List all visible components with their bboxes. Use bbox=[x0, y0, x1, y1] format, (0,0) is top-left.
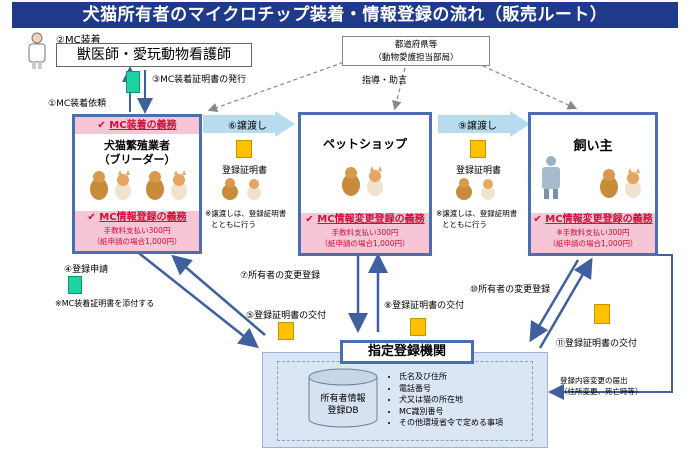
transfer-note-1: ※譲渡しは、登録証明書 とともに行う bbox=[205, 209, 287, 229]
arrow-change-2 bbox=[529, 259, 580, 343]
step5-label: ⑤登録証明書の交付 bbox=[246, 311, 327, 321]
step8-label: ⑧登録証明書の交付 bbox=[384, 301, 465, 311]
step10-label: ⑩所有者の変更登録 bbox=[470, 285, 551, 295]
breeder-mc-duty: ✔ MC装着の義務 bbox=[75, 117, 199, 134]
registry-item: その他環境省令で定める事項 bbox=[399, 417, 503, 429]
step2-label: ②MC装着 bbox=[56, 35, 101, 46]
step9-label: ⑨譲渡し bbox=[458, 121, 497, 132]
vet-box: 獣医師・愛玩動物看護師 bbox=[56, 43, 252, 67]
breeder-name: 犬猫繁殖業者 bbox=[104, 139, 170, 152]
prefecture-line2: （動物愛護担当部局） bbox=[373, 53, 459, 63]
mc-certificate-icon bbox=[126, 71, 140, 93]
vet-figure bbox=[26, 32, 48, 74]
step1-label: ①MC装着依頼 bbox=[48, 99, 107, 109]
database-icon bbox=[308, 368, 378, 428]
step11-label: ⑪登録証明書の交付 bbox=[556, 339, 638, 349]
prefecture-box: 都道府県等 （動物愛護担当部局） bbox=[342, 36, 490, 66]
step3-label: ③MC装着証明書の発行 bbox=[152, 75, 247, 85]
registry-item: MC識別番号 bbox=[399, 406, 503, 418]
page-title: 犬猫所有者のマイクロチップ装着・情報登録の流れ（販売ルート） bbox=[12, 2, 678, 28]
pets-icon-1 bbox=[222, 178, 261, 200]
registry-title: 指定登録機関 bbox=[340, 340, 474, 364]
arrow-register bbox=[134, 249, 259, 349]
petshop-name: ペットショップ bbox=[322, 137, 407, 151]
registry-item: 氏名及び住所 bbox=[399, 371, 503, 383]
breeder-subname: （ブリーダー） bbox=[98, 153, 176, 166]
petshop-node: ペットショップ ✔ MC情報変更登録の義務 手数料支払い300円 （紙申請の場合… bbox=[298, 112, 432, 256]
owner-info-duty: ✔ MC情報変更登録の義務 ※手数料支払い300円 （紙申請の場合1,000円） bbox=[531, 213, 655, 253]
registration-certificate-icon-2 bbox=[470, 140, 486, 158]
registry-item: 電話番号 bbox=[399, 383, 503, 395]
registry-item-list: 氏名及び住所 電話番号 犬又は猫の所在地 MC識別番号 その他環境省令で定める事… bbox=[387, 371, 503, 429]
step4-label: ④登録申請 bbox=[64, 265, 109, 275]
cert-label-2: 登録証明書 bbox=[456, 166, 502, 176]
registration-certificate-icon-4 bbox=[410, 318, 426, 336]
pets-icon-2 bbox=[456, 178, 495, 200]
breeder-node: ✔ MC装着の義務 犬猫繁殖業者 （ブリーダー） ✔ MC情報登録の義務 手数料… bbox=[72, 114, 202, 254]
arrow-owner-report bbox=[548, 254, 673, 400]
registry-panel: 所有者情報 登録DB 氏名及び住所 電話番号 犬又は猫の所在地 MC識別番号 そ… bbox=[262, 352, 548, 448]
transfer-arrow-2 bbox=[438, 111, 530, 137]
step6-label: ⑥譲渡し bbox=[228, 121, 267, 132]
prefecture-line1: 都道府県等 bbox=[394, 40, 438, 50]
petshop-animals-icon bbox=[342, 166, 383, 196]
registration-certificate-icon-3 bbox=[278, 322, 294, 340]
guidance-label: 指導・助言 bbox=[362, 76, 408, 86]
step7-label: ⑦所有者の変更登録 bbox=[240, 271, 321, 281]
guidance-arrow-owner bbox=[469, 59, 578, 110]
breeder-info-duty: ✔ MC情報登録の義務 手数料支払い300円 （紙申請の場合1,000円） bbox=[75, 211, 199, 251]
petshop-info-duty: ✔ MC情報変更登録の義務 手数料支払い300円 （紙申請の場合1,000円） bbox=[301, 213, 429, 253]
arrow-cert-issue-1 bbox=[171, 254, 266, 336]
step4-note: ※MC装着証明書を添付する bbox=[55, 299, 155, 308]
arrow-cert-issue-3 bbox=[538, 257, 593, 349]
breeder-animals-icon bbox=[90, 170, 187, 200]
db-label: 所有者情報 登録DB bbox=[320, 394, 366, 416]
owner-node: 飼い主 ✔ MC情報変更登録の義務 ※手数料支払い300円 （紙申請の場合1,0… bbox=[528, 112, 658, 256]
registry-item: 犬又は猫の所在地 bbox=[399, 394, 503, 406]
owner-family-icon bbox=[542, 156, 641, 199]
owner-report-note: 登録内容変更の届出 （住所変更、死亡時等） bbox=[560, 376, 643, 396]
registration-certificate-icon bbox=[236, 140, 252, 158]
transfer-note-2: ※譲渡しは、登録証明書 とともに行う bbox=[436, 209, 518, 229]
registration-certificate-icon-5 bbox=[594, 304, 610, 324]
cert-label-1: 登録証明書 bbox=[222, 166, 268, 176]
mc-certificate-icon-2 bbox=[68, 276, 82, 294]
transfer-arrow-1 bbox=[203, 111, 295, 137]
owner-name: 飼い主 bbox=[573, 139, 613, 154]
guidance-arrow-breeder bbox=[207, 59, 351, 113]
